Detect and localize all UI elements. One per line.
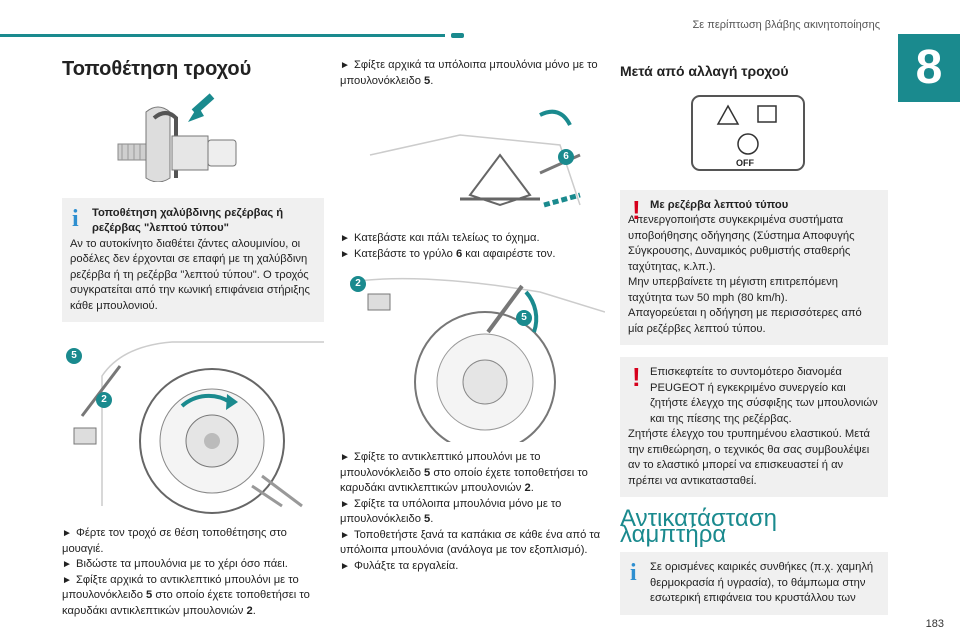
arrow-icon: ► [340, 498, 350, 510]
info-icon: i [72, 205, 79, 232]
bolt-washer-illustration [62, 81, 324, 182]
badge-2: 2 [350, 276, 366, 292]
off-button-label: OFF [736, 157, 754, 168]
list-item: ►Σφίξτε τα υπόλοιπα μπουλόνια μόνο με το… [340, 497, 562, 526]
arrow-icon: ► [62, 574, 72, 586]
column-1: Τοποθέτηση τροχού i Τοποθέτηση χαλύβδινη… [62, 58, 324, 619]
arrow-icon: ► [62, 559, 72, 570]
arrow-icon: ► [340, 560, 350, 572]
header-accent-bar [0, 34, 445, 37]
list-item: ►Φέρτε τον τροχό σε θέση τοποθέτησης στο… [62, 527, 287, 555]
arrow-icon: ► [340, 233, 350, 244]
instruction-list-1: ►Φέρτε τον τροχό σε θέση τοποθέτησης στο… [62, 526, 324, 619]
badge-5: 5 [516, 310, 532, 326]
list-item: ►Σφίξτε το αντικλεπτικό μπουλόνι με το μ… [340, 451, 588, 494]
column-3: Μετά από αλλαγή τροχού OFF ! Με ρεζέρβα … [620, 58, 888, 615]
dashboard-panel-illustration: OFF [620, 93, 888, 176]
jack-lowering-illustration: 6 [340, 95, 605, 215]
note-title: Τοποθέτηση χαλύβδινης ρεζέρβας ή ρεζέρβα… [92, 206, 284, 235]
warning-body: Επισκεφτείτε το συντομότερο διανομέα PEU… [650, 366, 878, 425]
warning-note-dealer: ! Επισκεφτείτε το συντομότερο διανομέα P… [620, 357, 888, 497]
warning-icon: ! [632, 194, 641, 225]
arrow-icon: ► [340, 248, 350, 260]
list-item: ►Σφίξτε αρχικά τα υπόλοιπα μπουλόνια μόν… [340, 59, 598, 87]
info-note-bulb: i Σε ορισμένες καιρικές συνθήκες (π.χ. χ… [620, 552, 888, 615]
warning-body: Απαγορεύεται η οδήγηση με περισσότερες α… [628, 307, 862, 335]
header-accent-dot [451, 33, 464, 38]
instruction-list-2: ►Κατεβάστε και πάλι τελείως το όχημα. ►Κ… [340, 231, 605, 262]
arrow-icon: ► [340, 452, 350, 463]
badge-6: 6 [558, 149, 574, 165]
list-item: ►Κατεβάστε και πάλι τελείως το όχημα. [340, 231, 605, 247]
arrow-icon: ► [340, 60, 350, 71]
note-body: Σε ορισμένες καιρικές συνθήκες (π.χ. χαμ… [650, 561, 874, 604]
warning-note-slim-spare: ! Με ρεζέρβα λεπτού τύπου Απενεργοποιήστ… [620, 189, 888, 345]
info-note-spare-wheel: i Τοποθέτηση χαλύβδινης ρεζέρβας ή ρεζέρ… [62, 197, 324, 322]
chapter-header-title: Σε περίπτωση βλάβης ακινητοποίησης [692, 19, 881, 31]
list-item: ►Σφίξτε αρχικά το αντικλεπτικό μπουλόνι … [62, 573, 310, 617]
warning-title: Με ρεζέρβα λεπτού τύπου [650, 198, 789, 211]
note-body: Αν το αυτοκίνητο διαθέτει ζάντες αλουμιν… [70, 237, 310, 312]
warning-icon: ! [632, 362, 641, 392]
warning-body: Απενεργοποιήστε συγκεκριμένα συστήματα υ… [628, 214, 855, 273]
chapter-number-tab: 8 [898, 34, 960, 102]
badge-2: 2 [96, 392, 112, 408]
wheel-wrench-illustration: 2 5 [340, 272, 606, 453]
arrow-icon: ► [62, 528, 72, 539]
section-title-after-change: Μετά από αλλαγή τροχού [620, 63, 789, 79]
page-number: 183 [925, 618, 944, 630]
list-item: ►Τοποθετήστε ξανά τα καπάκια σε κάθε ένα… [340, 528, 601, 557]
column-2: ►Σφίξτε αρχικά τα υπόλοιπα μπουλόνια μόν… [340, 58, 606, 574]
badge-5: 5 [66, 348, 82, 364]
section-title-bulb-replacement: Αντικατάσταση λαμπτήρα [620, 505, 777, 548]
arrow-icon: ► [340, 529, 350, 541]
info-icon: i [630, 560, 637, 586]
warning-body: Μην υπερβαίνετε τη μέγιστη επιτρεπόμενη … [628, 276, 838, 304]
list-item: ►Κατεβάστε το γρύλο 6 και αφαιρέστε τον. [340, 247, 605, 263]
warning-body: Ζητήστε έλεγχο του τρυπημένου ελαστικού.… [628, 428, 870, 487]
section-title-wheel-fitting: Τοποθέτηση τροχού [62, 58, 252, 80]
list-item: ►Βιδώστε τα μπουλόνια με το χέρι όσο πάε… [62, 557, 324, 573]
wheel-jack-illustration: 5 2 [62, 336, 324, 516]
instruction-list-3: ►Σφίξτε το αντικλεπτικό μπουλόνι με το μ… [340, 450, 605, 574]
list-item: ►Φυλάξτε τα εργαλεία. [340, 559, 605, 575]
